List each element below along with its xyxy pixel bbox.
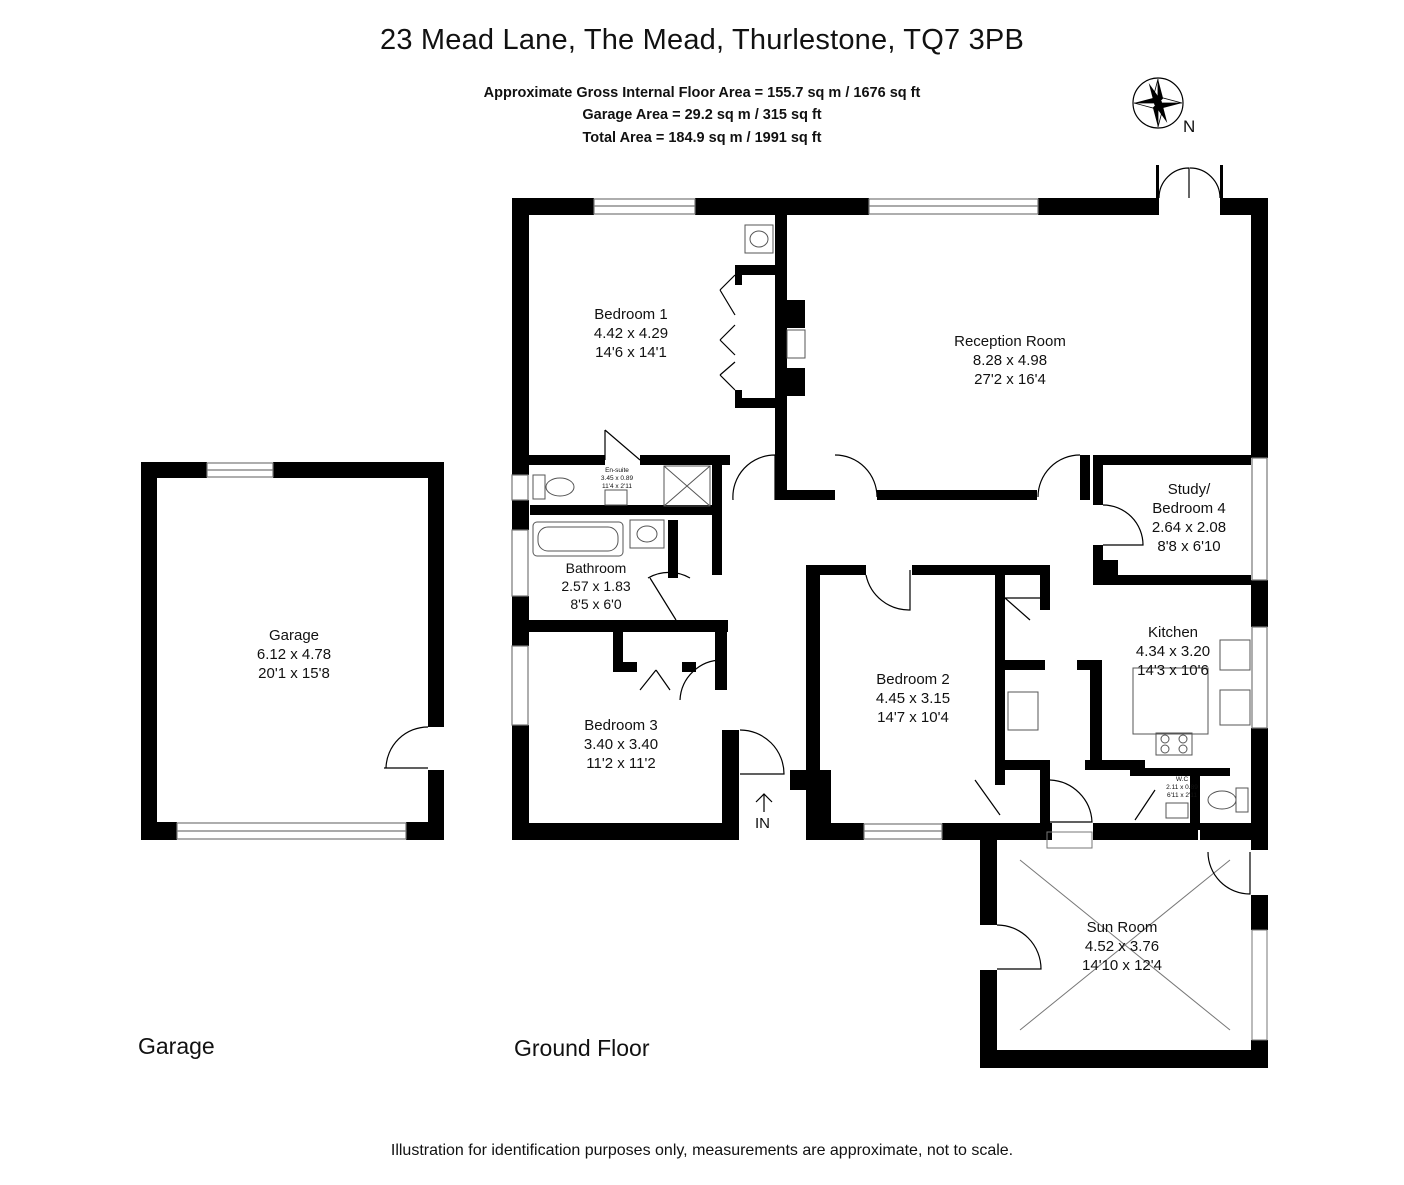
room-size-imperial: 20'1 x 15'8 [258,665,330,682]
room-size-metric: 6.12 x 4.78 [256,646,332,663]
page-title: 23 Mead Lane, The Mead, Thurlestone, TQ7… [380,24,1024,56]
room-wc: W.C 2.11 x 0.89 6'11 x 2'11 [1166,776,1198,800]
room-sun-room: Sun Room 4.52 x 3.76 14'10 x 12'4 [1082,918,1162,975]
room-name: Bedroom 3 [584,717,658,734]
room-size-metric: 4.52 x 3.76 [1084,938,1160,955]
total-area-text: Total Area = 184.9 sq m / 1991 sq ft [582,130,822,146]
garage-area-text: Garage Area = 29.2 sq m / 315 sq ft [582,107,822,123]
room-bedroom-1: Bedroom 1 4.42 x 4.29 14'6 x 14'1 [594,305,668,362]
floor-label-ground: Ground Floor [514,1035,650,1061]
room-size-metric: 3.40 x 3.40 [583,736,659,753]
compass-rose-icon [1132,77,1184,129]
room-ensuite: En-suite 3.45 x 0.89 11'4 x 2'11 [601,467,633,491]
room-name: Study/ [1167,481,1211,498]
room-name: Bedroom 1 [594,306,668,323]
room-size-imperial: 8'8 x 6'10 [1157,538,1221,555]
room-size-imperial: 8'5 x 6'0 [570,596,622,612]
ground-floor-windows [511,198,1268,840]
room-size-metric: 4.45 x 3.15 [875,690,951,707]
room-size-imperial: 14'7 x 10'4 [877,709,949,726]
entrance-label: IN [755,815,770,832]
room-size-metric: 4.42 x 4.29 [593,325,669,342]
fixtures [532,224,1251,819]
french-doors [1158,167,1221,199]
ground-floor-walls [512,165,1268,850]
garage-door-swing [384,726,429,769]
floor-label-garage: Garage [138,1033,215,1059]
room-size-imperial: 6'11 x 2'11 [1166,792,1198,799]
internal-walls [512,215,1268,1068]
room-name: Bathroom [565,560,627,576]
room-name: W.C [1175,776,1189,783]
room-size-metric: 8.28 x 4.98 [972,352,1048,369]
room-size-imperial: 14'6 x 14'1 [595,344,667,361]
room-size-metric: 2.11 x 0.89 [1166,784,1198,791]
room-name: Sun Room [1086,919,1158,936]
room-size-imperial: 27'2 x 16'4 [974,371,1046,388]
room-size-metric: 2.57 x 1.83 [561,578,631,594]
room-name: Kitchen [1147,624,1199,641]
room-bathroom: Bathroom 2.57 x 1.83 8'5 x 6'0 [561,559,630,613]
room-garage: Garage 6.12 x 4.78 20'1 x 15'8 [257,626,331,683]
room-name-line-2: Bedroom 4 [1152,500,1226,517]
room-size-metric: 2.64 x 2.08 [1151,519,1227,536]
room-name: En-suite [605,467,629,474]
gross-area-text: Approximate Gross Internal Floor Area = … [483,85,921,101]
room-reception: Reception Room 8.28 x 4.98 27'2 x 16'4 [954,332,1066,389]
room-size-imperial: 14'10 x 12'4 [1082,957,1162,974]
room-kitchen: Kitchen 4.34 x 3.20 14'3 x 10'6 [1136,623,1210,680]
room-size-imperial: 11'2 x 11'2 [586,755,656,772]
entrance-arrow-icon [755,793,773,812]
room-bedroom-3: Bedroom 3 3.40 x 3.40 11'2 x 11'2 [584,716,658,773]
room-size-imperial: 14'3 x 10'6 [1137,662,1209,679]
room-study: Study/ Bedroom 4 2.64 x 2.08 8'8 x 6'10 [1152,480,1226,556]
door-swings [604,274,1251,970]
compass-north-label: N [1183,117,1196,136]
garage-windows [176,462,407,840]
room-size-imperial: 11'4 x 2'11 [601,483,633,490]
garage-walls [141,462,444,840]
room-size-metric: 3.45 x 0.89 [600,475,634,482]
disclaimer-text: Illustration for identification purposes… [390,1142,1014,1159]
room-bedroom-2: Bedroom 2 4.45 x 3.15 14'7 x 10'4 [876,670,950,727]
room-name: Bedroom 2 [876,671,950,688]
room-name: Garage [268,627,320,644]
room-size-metric: 4.34 x 3.20 [1135,643,1211,660]
room-name: Reception Room [954,333,1066,350]
